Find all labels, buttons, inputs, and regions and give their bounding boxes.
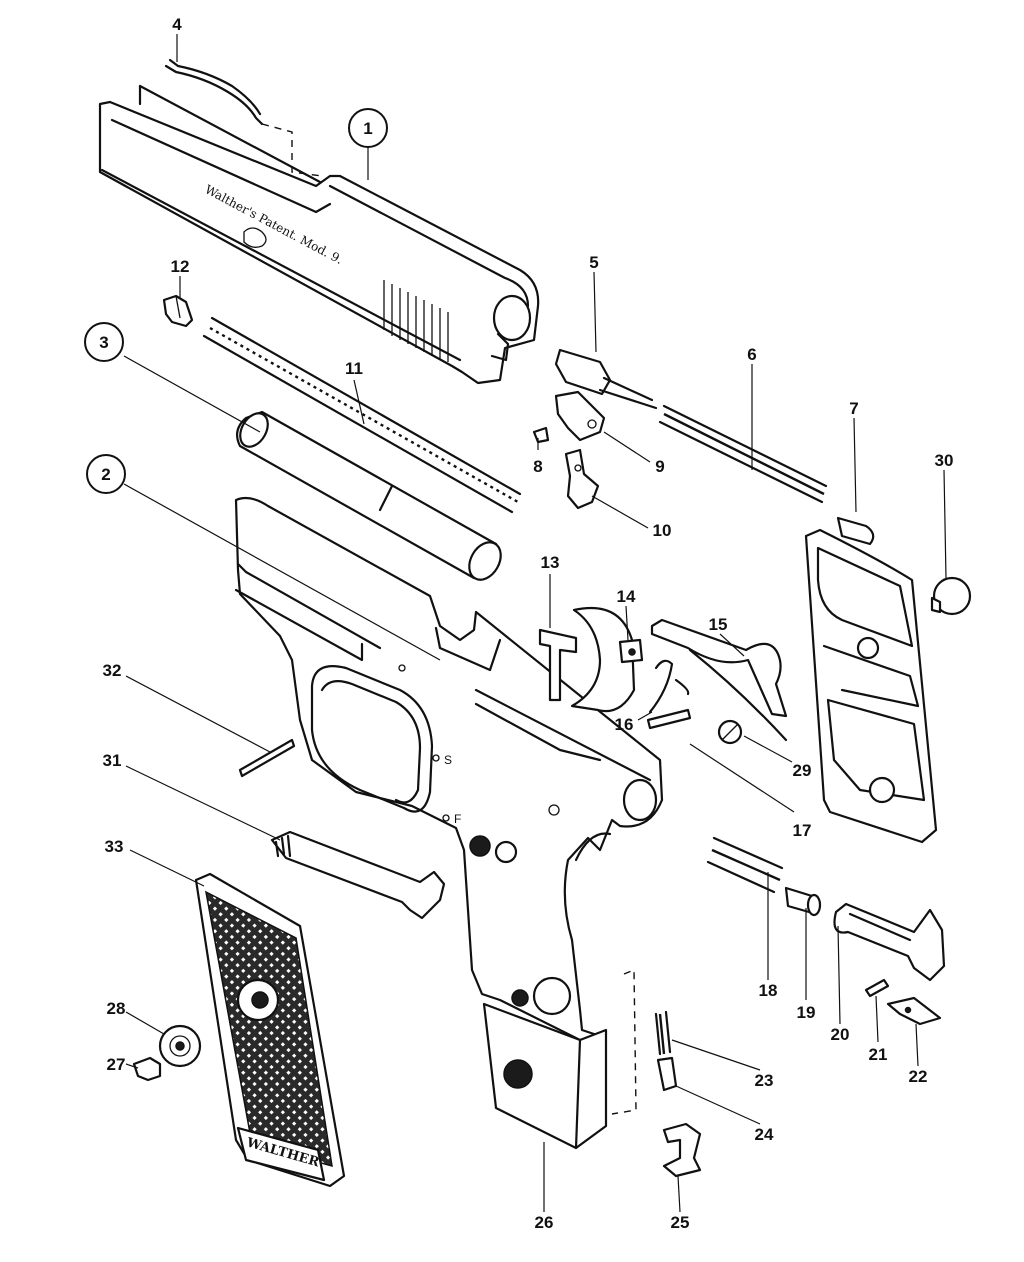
label-3: 3 (99, 333, 108, 352)
right-grip-plate (804, 528, 938, 844)
label-14: 14 (617, 587, 636, 606)
label-10: 10 (653, 521, 672, 540)
part-18-spring (706, 836, 784, 894)
label-6: 6 (747, 345, 756, 364)
part-30-grip-screw (930, 576, 972, 616)
part-19-plunger (784, 886, 822, 917)
label-16: 16 (615, 715, 634, 734)
label-17: 17 (793, 821, 812, 840)
label-20: 20 (831, 1025, 850, 1044)
part-6-firing-spring (658, 404, 828, 504)
label-15: 15 (709, 615, 728, 634)
safe-mark: S (444, 753, 452, 767)
fire-mark: F (454, 812, 461, 826)
label-25: 25 (671, 1213, 690, 1232)
label-13: 13 (541, 553, 560, 572)
part-12-plug (162, 294, 194, 328)
label-7: 7 (849, 399, 858, 418)
label-8: 8 (533, 457, 542, 476)
part-20-slide-stop (833, 902, 946, 982)
part-2-frame: S F (234, 496, 664, 1042)
label-27: 27 (107, 1055, 126, 1074)
label-29: 29 (793, 761, 812, 780)
part-25-catch (662, 1122, 702, 1178)
part-16-trigger-spring (648, 659, 690, 714)
frame-grip-screw-hole (469, 835, 491, 857)
label-9: 9 (655, 457, 664, 476)
part-17-trigger-pin (646, 708, 692, 730)
label-12: 12 (171, 257, 190, 276)
label-21: 21 (869, 1045, 888, 1064)
label-5: 5 (589, 253, 598, 272)
part-11-recoil-spring (202, 316, 522, 514)
part-3-barrel (235, 410, 502, 581)
callout-circle-1 (348, 108, 388, 148)
part-4-ejector (164, 58, 323, 177)
part-24-plunger (656, 1056, 678, 1092)
label-11: 11 (345, 359, 363, 378)
label-31: 31 (103, 751, 122, 770)
label-32: 32 (103, 661, 122, 680)
label-18: 18 (759, 981, 778, 1000)
part-8-pin (532, 426, 550, 444)
label-23: 23 (755, 1071, 774, 1090)
part-1-slide: Walther's Patent. Mod. 9. (98, 84, 540, 385)
slide-serrations (383, 280, 449, 362)
part-10-disconnector (564, 448, 600, 510)
slide-logo (243, 227, 267, 248)
part-31-safety (270, 830, 446, 920)
label-4: 4 (172, 15, 182, 34)
part-13-strut (538, 628, 578, 702)
label-1: 1 (363, 119, 372, 138)
label-26: 26 (535, 1213, 554, 1232)
part-5-firing-pin (554, 348, 658, 410)
part-29-screw (717, 719, 743, 745)
callout-circle-2 (86, 454, 126, 494)
label-19: 19 (797, 1003, 816, 1022)
part-21-pin (864, 978, 890, 998)
part-28-escutcheon (158, 1024, 202, 1068)
part-23-spring (654, 1010, 672, 1056)
magazine-outline (611, 968, 637, 1115)
magazine-button (503, 1059, 533, 1089)
label-2: 2 (101, 465, 110, 484)
part-15-trigger-bar (650, 618, 788, 742)
label-24: 24 (755, 1125, 774, 1144)
part-27-screw (132, 1056, 162, 1082)
part-26-magazine (482, 1002, 608, 1150)
part-9-sear (554, 390, 606, 442)
part-7-guide (836, 516, 875, 546)
part-14-trigger (570, 606, 644, 713)
callout-circle-3 (84, 322, 124, 362)
label-33: 33 (105, 837, 124, 856)
label-28: 28 (107, 999, 126, 1018)
part-33-left-grip: WALTHER (194, 872, 346, 1188)
part-32-pin (238, 738, 296, 778)
leader-lines (123, 34, 947, 1213)
part-labels: 1 2 3 4 5 6 7 8 9 10 11 12 13 14 15 16 1… (99, 15, 953, 1232)
label-22: 22 (909, 1067, 928, 1086)
label-30: 30 (935, 451, 954, 470)
part-22-latch (886, 996, 942, 1026)
